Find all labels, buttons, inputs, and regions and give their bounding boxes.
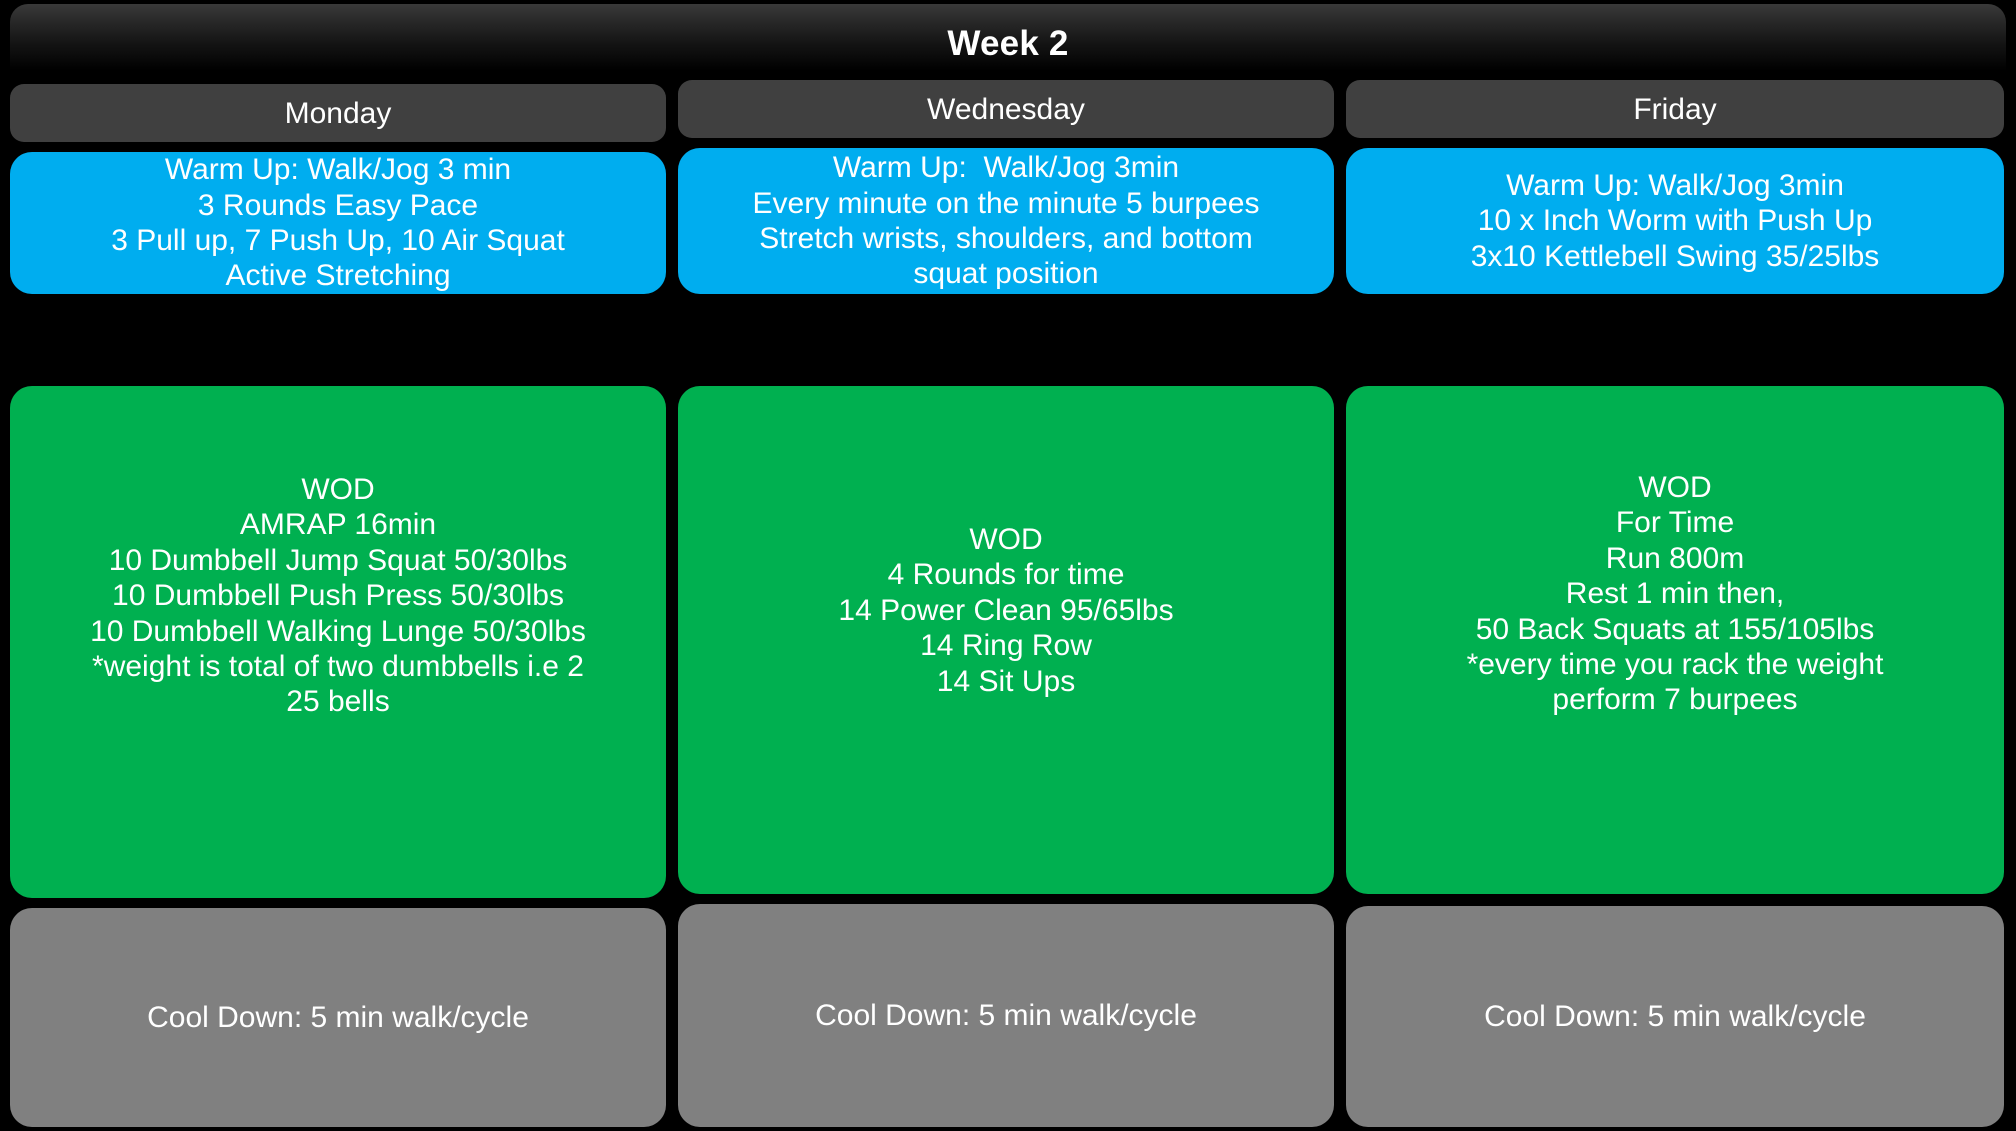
wod-line: WOD xyxy=(1638,471,1712,504)
warmup-text-wednesday: Warm Up: Walk/Jog 3min Every minute on t… xyxy=(753,150,1260,292)
wod-line: AMRAP 16min xyxy=(239,508,437,542)
day-header-monday: Monday xyxy=(10,84,666,142)
wod-line: perform 7 burpees xyxy=(1552,683,1798,717)
wod-card-monday: WOD AMRAP 16min 10 Dumbbell Jump Squat 5… xyxy=(10,386,666,898)
wod-line: 10 Dumbbell Jump Squat 50/30lbs xyxy=(108,543,568,577)
wod-line: 4 Rounds for time xyxy=(887,558,1125,592)
title-banner: Week 2 xyxy=(10,4,2006,90)
wod-line: 14 Sit Ups xyxy=(936,664,1076,698)
warmup-card-monday: Warm Up: Walk/Jog 3 min 3 Rounds Easy Pa… xyxy=(10,152,666,294)
warmup-card-friday: Warm Up: Walk/Jog 3min 10 x Inch Worm wi… xyxy=(1346,148,2004,294)
warmup-line: 3 Pull up, 7 Push Up, 10 Air Squat xyxy=(111,224,565,257)
cooldown-card-friday: Cool Down: 5 min walk/cycle xyxy=(1346,906,2004,1127)
day-column-wednesday: Wednesday Warm Up: Walk/Jog 3min Every m… xyxy=(678,0,1336,1131)
wod-line: 25 bells xyxy=(286,685,390,719)
day-column-friday: Friday Warm Up: Walk/Jog 3min 10 x Inch … xyxy=(1346,0,2006,1131)
wod-card-friday: WOD For Time Run 800m Rest 1 min then, 5… xyxy=(1346,386,2004,894)
wod-line: 10 Dumbbell Walking Lunge 50/30lbs xyxy=(90,614,586,648)
day-header-wednesday: Wednesday xyxy=(678,80,1334,138)
wod-line: 10 Dumbbell Push Press 50/30lbs xyxy=(112,579,564,613)
wod-line: 14 Ring Row xyxy=(920,629,1092,663)
warmup-line: Every minute on the minute 5 burpees xyxy=(752,186,1260,220)
day-header-friday: Friday xyxy=(1346,80,2004,138)
wod-line: *weight is total of two dumbbells i.e 2 xyxy=(92,649,584,683)
warmup-line: Warm Up: Walk/Jog 3min xyxy=(1506,168,1844,202)
warmup-text-monday: Warm Up: Walk/Jog 3 min 3 Rounds Easy Pa… xyxy=(111,152,565,294)
wod-line: 50 Back Squats at 155/105lbs xyxy=(1475,612,1875,646)
warmup-line: Active Stretching xyxy=(225,259,451,293)
wod-line: WOD xyxy=(301,473,375,506)
warmup-line: Warm Up: Walk/Jog 3min xyxy=(832,151,1180,185)
warmup-card-wednesday: Warm Up: Walk/Jog 3min Every minute on t… xyxy=(678,148,1334,294)
warmup-line: 3 Rounds Easy Pace xyxy=(197,188,479,222)
wod-line: Rest 1 min then, xyxy=(1565,577,1785,611)
warmup-line: 3x10 Kettlebell Swing 35/25lbs xyxy=(1470,239,1880,273)
wod-line: 14 Power Clean 95/65lbs xyxy=(838,593,1174,627)
warmup-line: Warm Up: Walk/Jog 3 min xyxy=(164,153,512,187)
warmup-line: Stretch wrists, shoulders, and bottom xyxy=(759,222,1253,255)
wod-text-friday: WOD For Time Run 800m Rest 1 min then, 5… xyxy=(1360,386,1990,718)
page-title: Week 2 xyxy=(947,24,1069,63)
wod-line: For Time xyxy=(1615,506,1735,540)
warmup-line: squat position xyxy=(913,257,1099,291)
cooldown-card-wednesday: Cool Down: 5 min walk/cycle xyxy=(678,904,1334,1127)
day-column-monday: Monday Warm Up: Walk/Jog 3 min 3 Rounds … xyxy=(10,0,668,1131)
wod-text-wednesday: WOD 4 Rounds for time 14 Power Clean 95/… xyxy=(692,386,1320,699)
wod-line: WOD xyxy=(969,523,1043,556)
wod-line: Run 800m xyxy=(1605,541,1745,575)
warmup-text-friday: Warm Up: Walk/Jog 3min 10 x Inch Worm wi… xyxy=(1471,168,1880,274)
warmup-line: 10 x Inch Worm with Push Up xyxy=(1477,204,1873,238)
cooldown-card-monday: Cool Down: 5 min walk/cycle xyxy=(10,908,666,1127)
wod-text-monday: WOD AMRAP 16min 10 Dumbbell Jump Squat 5… xyxy=(24,386,652,720)
wod-card-wednesday: WOD 4 Rounds for time 14 Power Clean 95/… xyxy=(678,386,1334,894)
wod-line: *every time you rack the weight xyxy=(1466,647,1884,681)
